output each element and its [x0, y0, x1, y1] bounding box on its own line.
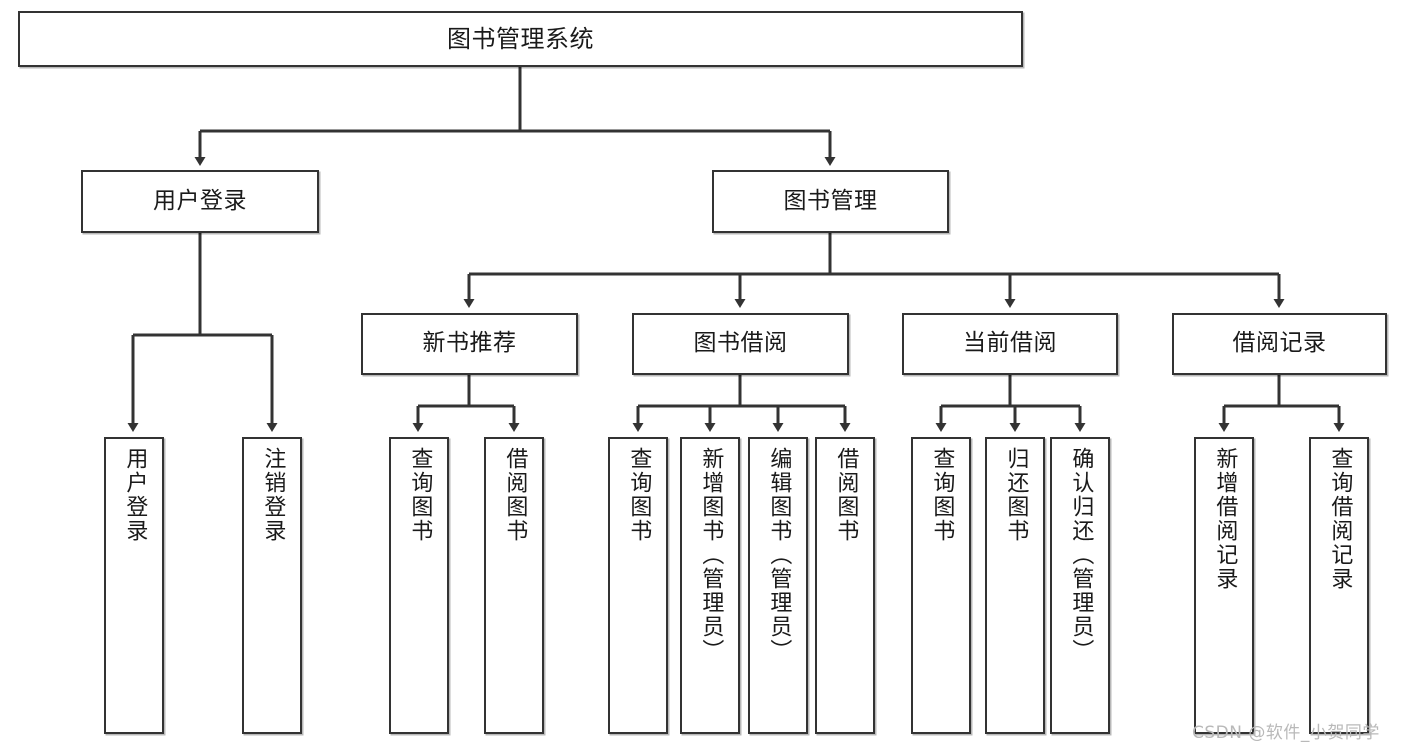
leaf-query-book-borrow-label: 查询图书 — [626, 447, 652, 543]
node-borrow-record[interactable]: 借阅记录 — [1172, 313, 1387, 375]
node-user-login[interactable]: 用户登录 — [81, 170, 319, 233]
node-root-label: 图书管理系统 — [447, 24, 594, 53]
node-book-manage-label: 图书管理 — [783, 187, 878, 214]
leaf-query-book-rec[interactable]: 查询图书 — [389, 437, 449, 734]
node-new-book-rec-label: 新书推荐 — [422, 330, 517, 357]
leaf-confirm-return-label: 确认归还（管理员） — [1068, 447, 1094, 663]
leaf-query-book-current-label: 查询图书 — [929, 447, 955, 543]
leaf-user-logout-label: 注销登录 — [260, 447, 286, 543]
leaf-user-login[interactable]: 用户登录 — [104, 437, 164, 734]
leaf-add-book[interactable]: 新增图书（管理员） — [680, 437, 740, 734]
node-book-manage[interactable]: 图书管理 — [712, 170, 949, 233]
node-book-borrow-label: 图书借阅 — [693, 330, 788, 357]
leaf-borrow-book-rec[interactable]: 借阅图书 — [484, 437, 544, 734]
leaf-add-record[interactable]: 新增借阅记录 — [1194, 437, 1254, 734]
leaf-query-record-label: 查询借阅记录 — [1327, 447, 1353, 591]
node-book-borrow[interactable]: 图书借阅 — [632, 313, 849, 375]
leaf-user-login-label: 用户登录 — [122, 447, 148, 543]
leaf-user-logout[interactable]: 注销登录 — [242, 437, 302, 734]
leaf-add-record-label: 新增借阅记录 — [1212, 447, 1238, 591]
leaf-borrow-book[interactable]: 借阅图书 — [815, 437, 875, 734]
csdn-watermark: CSDN @软件_小贺同学 — [1192, 723, 1380, 743]
node-new-book-rec[interactable]: 新书推荐 — [361, 313, 578, 375]
node-current-borrow[interactable]: 当前借阅 — [902, 313, 1118, 375]
leaf-borrow-book-label: 借阅图书 — [833, 447, 859, 543]
edge-group-current-borrow — [935, 375, 1086, 432]
leaf-confirm-return[interactable]: 确认归还（管理员） — [1050, 437, 1110, 734]
leaf-query-book-borrow[interactable]: 查询图书 — [608, 437, 668, 734]
edge-group-new-book-rec — [412, 375, 520, 432]
node-borrow-record-label: 借阅记录 — [1232, 330, 1327, 357]
leaf-add-book-label: 新增图书（管理员） — [698, 447, 724, 663]
leaf-edit-book[interactable]: 编辑图书（管理员） — [748, 437, 808, 734]
edge-group-user-login — [127, 233, 278, 432]
leaf-query-record[interactable]: 查询借阅记录 — [1309, 437, 1369, 734]
leaf-edit-book-label: 编辑图书（管理员） — [766, 447, 792, 663]
leaf-return-book[interactable]: 归还图书 — [985, 437, 1045, 734]
edge-group-root — [194, 67, 836, 166]
node-user-login-label: 用户登录 — [153, 187, 247, 214]
leaf-query-book-rec-label: 查询图书 — [407, 447, 433, 543]
edge-group-borrow-record — [1218, 375, 1345, 432]
edge-group-book-manage — [463, 233, 1285, 308]
edge-group-book-borrow — [632, 375, 851, 432]
leaf-query-book-current[interactable]: 查询图书 — [911, 437, 971, 734]
leaf-return-book-label: 归还图书 — [1003, 447, 1029, 543]
node-root[interactable]: 图书管理系统 — [18, 11, 1023, 67]
node-current-borrow-label: 当前借阅 — [963, 330, 1057, 357]
leaf-borrow-book-rec-label: 借阅图书 — [502, 447, 528, 543]
